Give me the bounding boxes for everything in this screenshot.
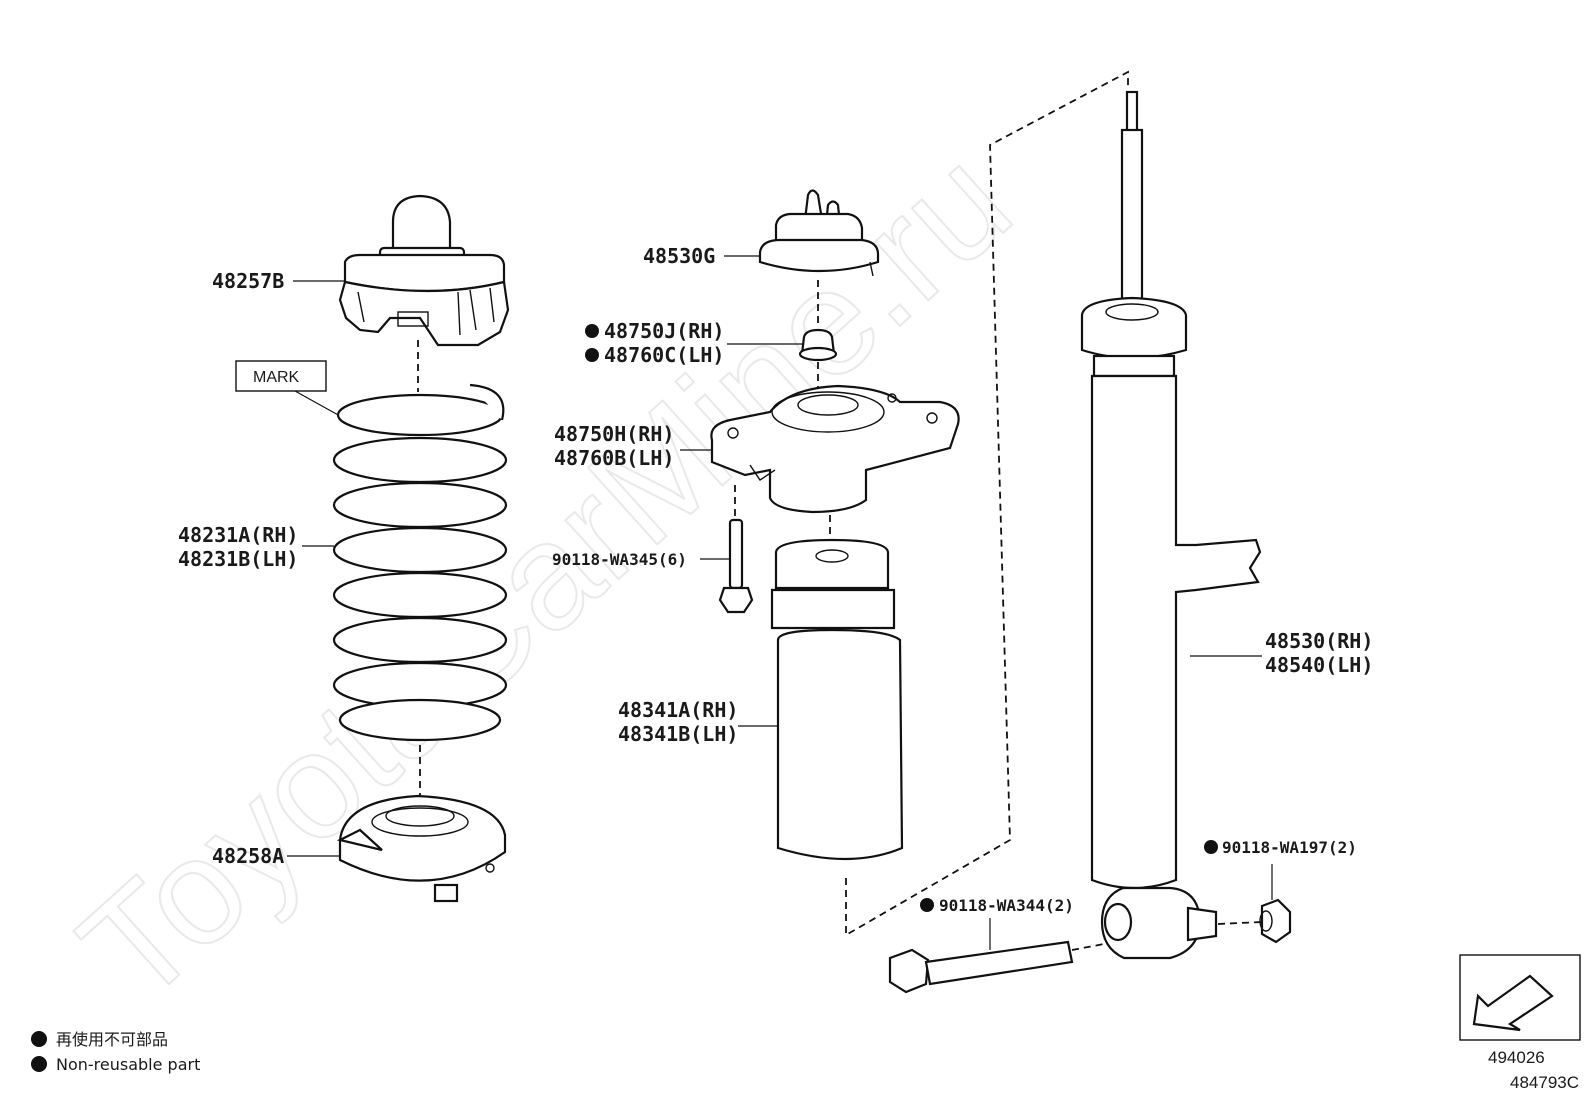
suspension-support[interactable]	[710, 384, 960, 514]
label-48341A: 48341A(RH)	[618, 698, 738, 722]
legend-dot-jp	[31, 1031, 47, 1047]
orientation-arrow-box	[1459, 954, 1581, 1041]
non-reusable-dot-WA344	[920, 898, 934, 912]
non-reusable-dot-48750J	[585, 324, 599, 338]
legend-en: Non-reusable part	[56, 1055, 200, 1074]
support-cap[interactable]	[758, 189, 880, 277]
non-reusable-dot-48760C	[585, 348, 599, 362]
support-bolt[interactable]	[718, 518, 754, 614]
mark-box	[235, 360, 327, 392]
label-48231A: 48231A(RH)	[178, 523, 298, 547]
label-48760B: 48760B(LH)	[554, 446, 674, 470]
spring-upper-seat[interactable]	[338, 194, 510, 347]
support-nut[interactable]	[798, 328, 838, 362]
legend-jp: 再使用不可部品	[56, 1030, 168, 1049]
direction-arrow-icon	[1472, 974, 1554, 1032]
shock-absorber[interactable]	[1080, 90, 1262, 960]
label-48750H: 48750H(RH)	[554, 422, 674, 446]
label-90118-WA344: 90118-WA344(2)	[939, 896, 1074, 915]
label-48760C: 48760C(LH)	[604, 343, 724, 367]
label-48530G: 48530G	[643, 244, 715, 268]
lower-bolt[interactable]	[888, 940, 1074, 994]
diagram-code: 484793C	[1510, 1073, 1579, 1092]
label-90118-WA345: 90118-WA345(6)	[552, 550, 687, 569]
legend-dot-en	[31, 1056, 47, 1072]
label-48258A: 48258A	[212, 844, 284, 868]
label-48341B: 48341B(LH)	[618, 722, 738, 746]
label-48231B: 48231B(LH)	[178, 547, 298, 571]
label-48540: 48540(LH)	[1265, 653, 1373, 677]
non-reusable-dot-WA197	[1204, 840, 1218, 854]
label-48530: 48530(RH)	[1265, 629, 1373, 653]
spring-lower-seat[interactable]	[336, 794, 507, 903]
watermark-text: ToyotaCarMine.ru	[49, 117, 1041, 1034]
legend: 再使用不可部品 Non-reusable part	[31, 1030, 200, 1074]
lower-nut[interactable]	[1259, 898, 1292, 944]
coil-spring[interactable]	[332, 383, 508, 742]
label-48750J: 48750J(RH)	[604, 319, 724, 343]
label-mark: MARK	[253, 369, 300, 386]
bump-stopper[interactable]	[770, 538, 904, 861]
label-48257B: 48257B	[212, 269, 284, 293]
label-90118-WA197: 90118-WA197(2)	[1222, 838, 1357, 857]
ref-code: 494026	[1488, 1048, 1545, 1067]
